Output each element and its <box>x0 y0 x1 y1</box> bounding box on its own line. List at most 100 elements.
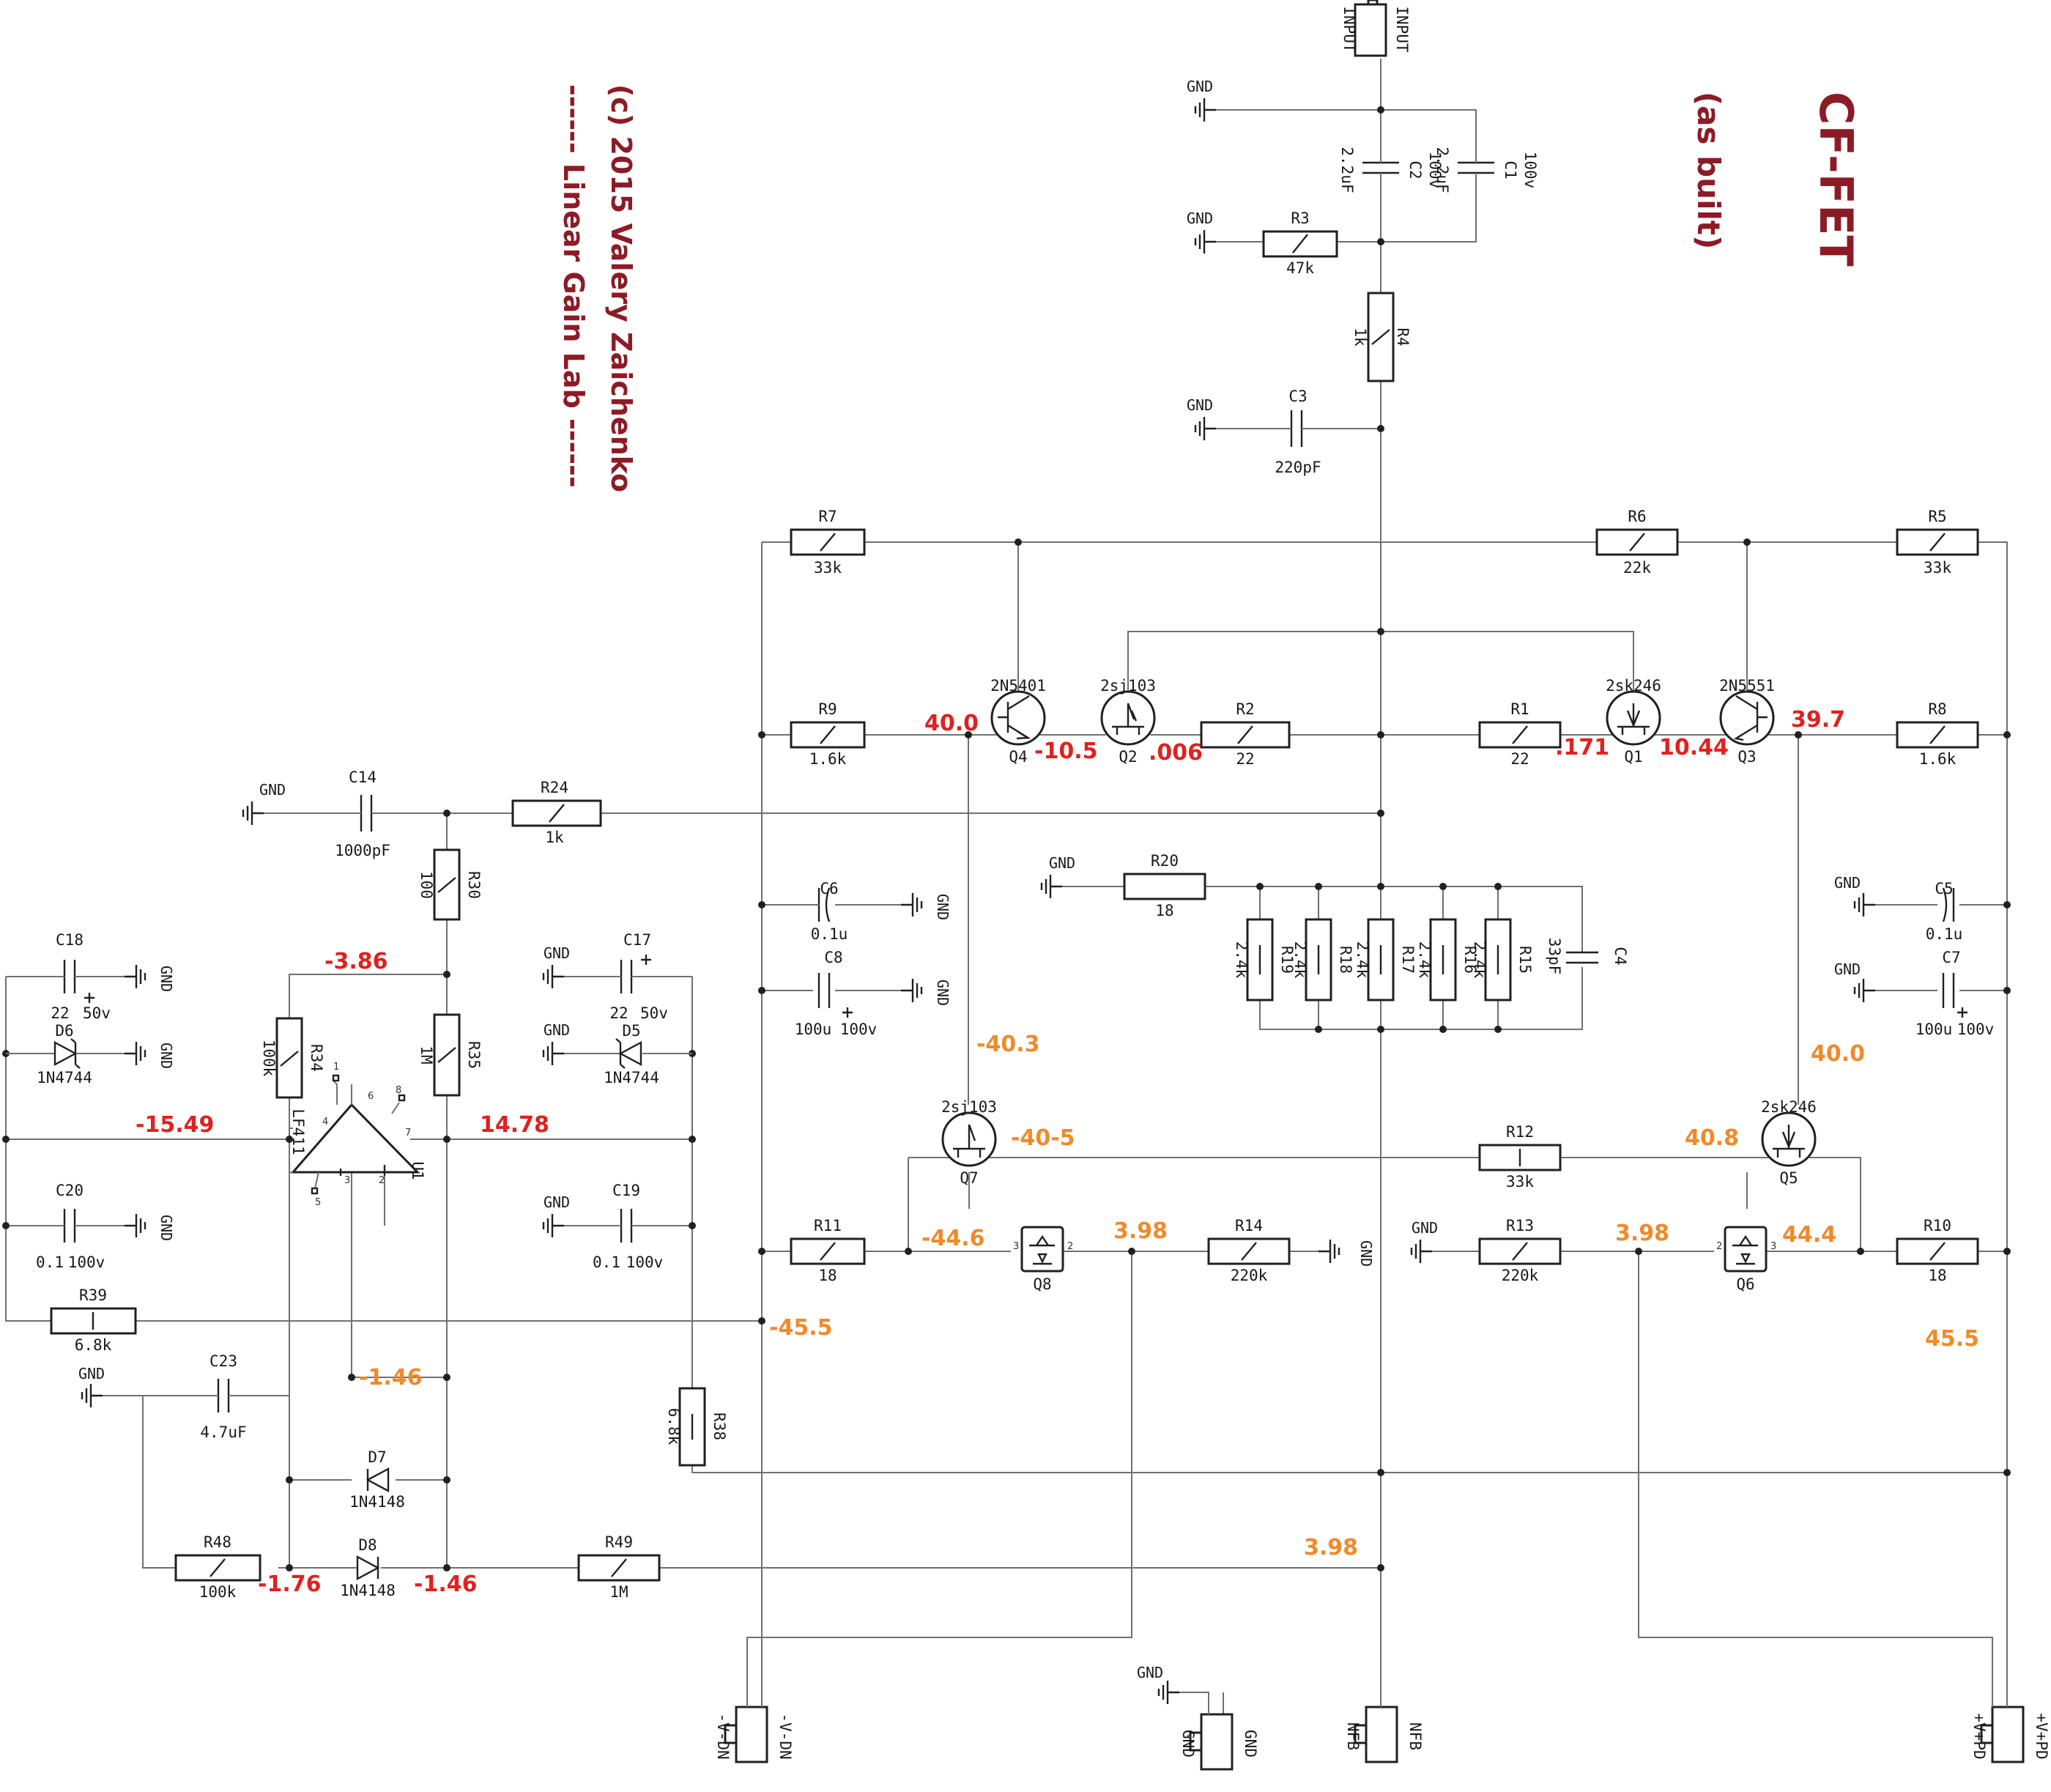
ref-label: R7 <box>818 508 837 525</box>
voltage-red: .171 <box>1555 735 1609 760</box>
svg-text:+V+PD: +V+PD <box>2033 1713 2050 1759</box>
gnd-label: GND <box>1357 1240 1375 1267</box>
svg-text:3: 3 <box>1770 1241 1776 1252</box>
junctions <box>2 106 2011 1571</box>
gnd-label: GND <box>1137 1664 1163 1681</box>
gnd-label: GND <box>259 781 286 799</box>
value-label: 2.4k <box>1233 941 1250 979</box>
ref-label: R34 <box>308 1044 325 1072</box>
svg-text:INPUT: INPUT <box>1393 6 1411 53</box>
gnd-label: GND <box>1187 396 1213 414</box>
svg-text:3: 3 <box>344 1175 350 1186</box>
ref-label: C4 <box>1612 947 1629 965</box>
rating-label: 50v <box>640 1004 668 1022</box>
ref-label: R38 <box>711 1413 728 1440</box>
ref-label: Q4 <box>1009 748 1027 766</box>
ref-label: R2 <box>1236 700 1254 718</box>
value-label: 22 <box>1236 750 1254 768</box>
ref-label: Q7 <box>960 1169 978 1187</box>
part-label: 2N5551 <box>1719 677 1775 695</box>
title-block: CF-FET (as built) (c) 2015 Valery Zaiche… <box>557 84 1863 492</box>
value-label: 0.1u <box>1926 925 1963 943</box>
value-label: 0.1u <box>811 925 848 943</box>
part-label: 2sk246 <box>1606 677 1661 695</box>
value-label: 22 <box>1510 750 1529 768</box>
rating-label: 100v <box>68 1254 105 1271</box>
value-label: 2.2uF <box>1338 147 1356 193</box>
value-label: 220k <box>1502 1267 1539 1284</box>
resistor-r2: R2 22 <box>1200 700 1291 768</box>
ref-label: R3 <box>1291 210 1309 227</box>
gnd-label: GND <box>544 1021 570 1039</box>
ref-label: R18 <box>1337 946 1354 974</box>
ref-label: C19 <box>612 1182 640 1199</box>
ref-label: C8 <box>824 949 842 966</box>
wires <box>5 59 2008 1722</box>
capacitor-c5: C50.1u <box>1926 880 1963 943</box>
rating-label: 100v <box>840 1021 878 1038</box>
voltage-orange: 40.0 <box>1811 1041 1865 1067</box>
ref-label: D8 <box>358 1536 377 1554</box>
rating-label: 100v <box>626 1254 664 1271</box>
part-label: 2sj103 <box>1100 677 1156 695</box>
voltage-red: 10.44 <box>1659 735 1729 760</box>
ref-label: R10 <box>1924 1217 1951 1234</box>
svg-text:5: 5 <box>315 1197 321 1208</box>
capacitor-c6: C6 0.1u <box>811 880 848 943</box>
svg-text:6: 6 <box>368 1091 374 1102</box>
ref-label: D5 <box>622 1022 640 1040</box>
part-label: 2N5401 <box>990 677 1046 695</box>
value-label: 100u <box>795 1021 832 1038</box>
value-label: 1.6k <box>809 750 847 768</box>
part-label: 2sk246 <box>1761 1098 1817 1116</box>
svg-text:+V+PD: +V+PD <box>1970 1713 1988 1759</box>
ref-label: D7 <box>368 1448 386 1466</box>
value-label: 33k <box>1506 1173 1534 1191</box>
value-label: 0.1 <box>593 1254 620 1271</box>
ref-label: R9 <box>818 700 837 718</box>
ref-label: U1 <box>409 1161 426 1180</box>
gnd-label: GND <box>934 980 952 1006</box>
ref-label: Q5 <box>1779 1169 1798 1187</box>
svg-text:7: 7 <box>405 1128 411 1138</box>
value-label: 22 <box>51 1004 69 1022</box>
rating-label: 100v <box>1521 152 1539 189</box>
resistor-r19: R19 2.4k <box>1233 918 1296 1001</box>
svg-text:8: 8 <box>396 1085 401 1096</box>
value-label: 2.4k <box>1354 941 1371 979</box>
gnd-label: GND <box>544 944 570 962</box>
rating-label: 100v <box>1426 152 1444 189</box>
ref-label: R19 <box>1278 946 1296 974</box>
value-label: 220pF <box>1275 459 1321 476</box>
gnd-label: GND <box>1412 1219 1438 1237</box>
ref-label: C6 <box>820 880 838 897</box>
copyright: (c) 2015 Valery Zaichenko <box>605 84 637 492</box>
ref-label: C23 <box>209 1352 237 1370</box>
value-label: 1k <box>1351 327 1369 347</box>
gnd-label: GND <box>934 894 952 920</box>
voltage-red: -1.76 <box>258 1571 321 1597</box>
voltage-annotations: 40.0 -10.5 .006 .171 10.44 39.7 -3.86 -1… <box>136 707 1979 1597</box>
gnd-label: GND <box>1187 210 1213 227</box>
